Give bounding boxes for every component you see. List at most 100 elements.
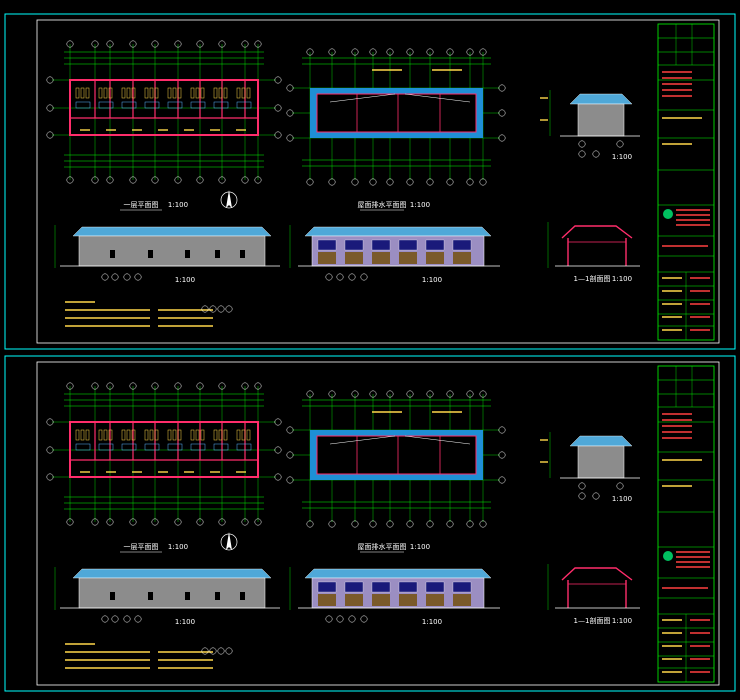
north-arrow-pointer — [226, 190, 232, 208]
axis-bubble — [241, 176, 249, 184]
axis-bubble — [286, 134, 294, 142]
axis-bubble — [217, 647, 225, 655]
drain-slope-line — [329, 435, 396, 445]
axis-bubble — [286, 451, 294, 459]
axis-bubble — [426, 178, 434, 186]
toilet-fixture — [98, 429, 103, 441]
axis-bubble — [254, 518, 262, 526]
brick-panel — [453, 252, 471, 264]
fixture-block — [236, 443, 252, 451]
axis-bubble — [369, 178, 377, 186]
axis-bubble — [101, 615, 109, 623]
north-arrow-icon — [220, 190, 238, 209]
roof-plan-scale: 1:100 — [410, 543, 430, 551]
window-opening — [240, 250, 245, 258]
toilet-fixture — [144, 87, 149, 99]
brick-panel — [372, 594, 390, 606]
window-opening — [185, 250, 190, 258]
axis-bubble — [328, 178, 336, 186]
axis-bubble — [328, 520, 336, 528]
axis-bubble — [201, 647, 209, 655]
axis-bubble — [351, 520, 359, 528]
axis-bubble — [123, 273, 131, 281]
axis-bubble — [46, 446, 54, 454]
window-opening — [110, 592, 115, 600]
toilet-fixture — [246, 429, 251, 441]
axis-bubble — [498, 109, 506, 117]
axis-bubble — [426, 390, 434, 398]
north-arrow-icon — [220, 532, 238, 551]
axis-bubble — [336, 273, 344, 281]
axis-bubble — [106, 176, 114, 184]
axis-bubble — [66, 176, 74, 184]
toilet-fixture — [172, 429, 177, 441]
toilet-fixture — [75, 87, 80, 99]
axis-bubble — [196, 176, 204, 184]
axis-bubble — [254, 382, 262, 390]
front-elevation-scale: 1:100 — [175, 276, 195, 284]
toilet-fixture — [218, 87, 223, 99]
axis-bubble — [134, 615, 142, 623]
toilet-fixture — [190, 429, 195, 441]
window-opening — [215, 250, 220, 258]
toilet-fixture — [241, 87, 246, 99]
inner-frame — [36, 361, 720, 686]
window-opening — [398, 581, 418, 593]
axis-bubble — [386, 48, 394, 56]
axis-bubble — [306, 48, 314, 56]
roof-plan-scale: 1:100 — [410, 201, 430, 209]
fixture-block — [98, 443, 114, 451]
wall-face — [78, 577, 266, 609]
window-opening — [240, 592, 245, 600]
fixture-block — [236, 101, 252, 109]
axis-bubble — [446, 390, 454, 398]
fixture-block — [144, 101, 160, 109]
toilet-fixture — [200, 87, 205, 99]
axis-bubble — [426, 48, 434, 56]
toilet-fixture — [103, 87, 108, 99]
brick-panel — [318, 252, 336, 264]
window-opening — [344, 239, 364, 251]
axis-bubble — [386, 178, 394, 186]
tree-logo-icon — [663, 209, 673, 219]
toilet-fixture — [149, 429, 154, 441]
toilet-fixture — [108, 429, 113, 441]
toilet-fixture — [131, 87, 136, 99]
back-elevation-scale: 1:100 — [422, 618, 442, 626]
axis-bubble — [466, 178, 474, 186]
axis-bubble — [174, 176, 182, 184]
logo-mark — [663, 551, 673, 561]
axis-bubble — [578, 482, 586, 490]
axis-bubble — [479, 48, 487, 56]
axis-bubble — [66, 518, 74, 526]
roof-tiles — [569, 435, 633, 447]
axis-bubble — [498, 476, 506, 484]
window-opening — [452, 581, 472, 593]
fixture-block — [167, 443, 183, 451]
axis-bubble — [369, 520, 377, 528]
axis-bubble — [406, 390, 414, 398]
section-title: 1—1剖面图 — [574, 274, 611, 283]
axis-bubble — [369, 390, 377, 398]
axis-bubble — [218, 382, 226, 390]
window-opening — [317, 239, 337, 251]
axis-bubble — [351, 48, 359, 56]
roof-tiles — [72, 568, 272, 579]
axis-bubble — [241, 518, 249, 526]
axis-bubble — [406, 178, 414, 186]
axis-bubble — [218, 518, 226, 526]
axis-bubble — [151, 176, 159, 184]
back-elevation: 1:100 — [289, 567, 500, 626]
axis-bubble — [129, 382, 137, 390]
axis-bubble — [91, 40, 99, 48]
axis-bubble — [111, 615, 119, 623]
axis-bubble — [498, 134, 506, 142]
axis-bubble — [151, 518, 159, 526]
axis-bubble — [123, 615, 131, 623]
axis-bubble — [306, 520, 314, 528]
axis-bubble — [406, 520, 414, 528]
window-opening — [371, 581, 391, 593]
axis-bubble — [446, 520, 454, 528]
axis-bubble — [479, 520, 487, 528]
axis-bubble — [286, 476, 294, 484]
